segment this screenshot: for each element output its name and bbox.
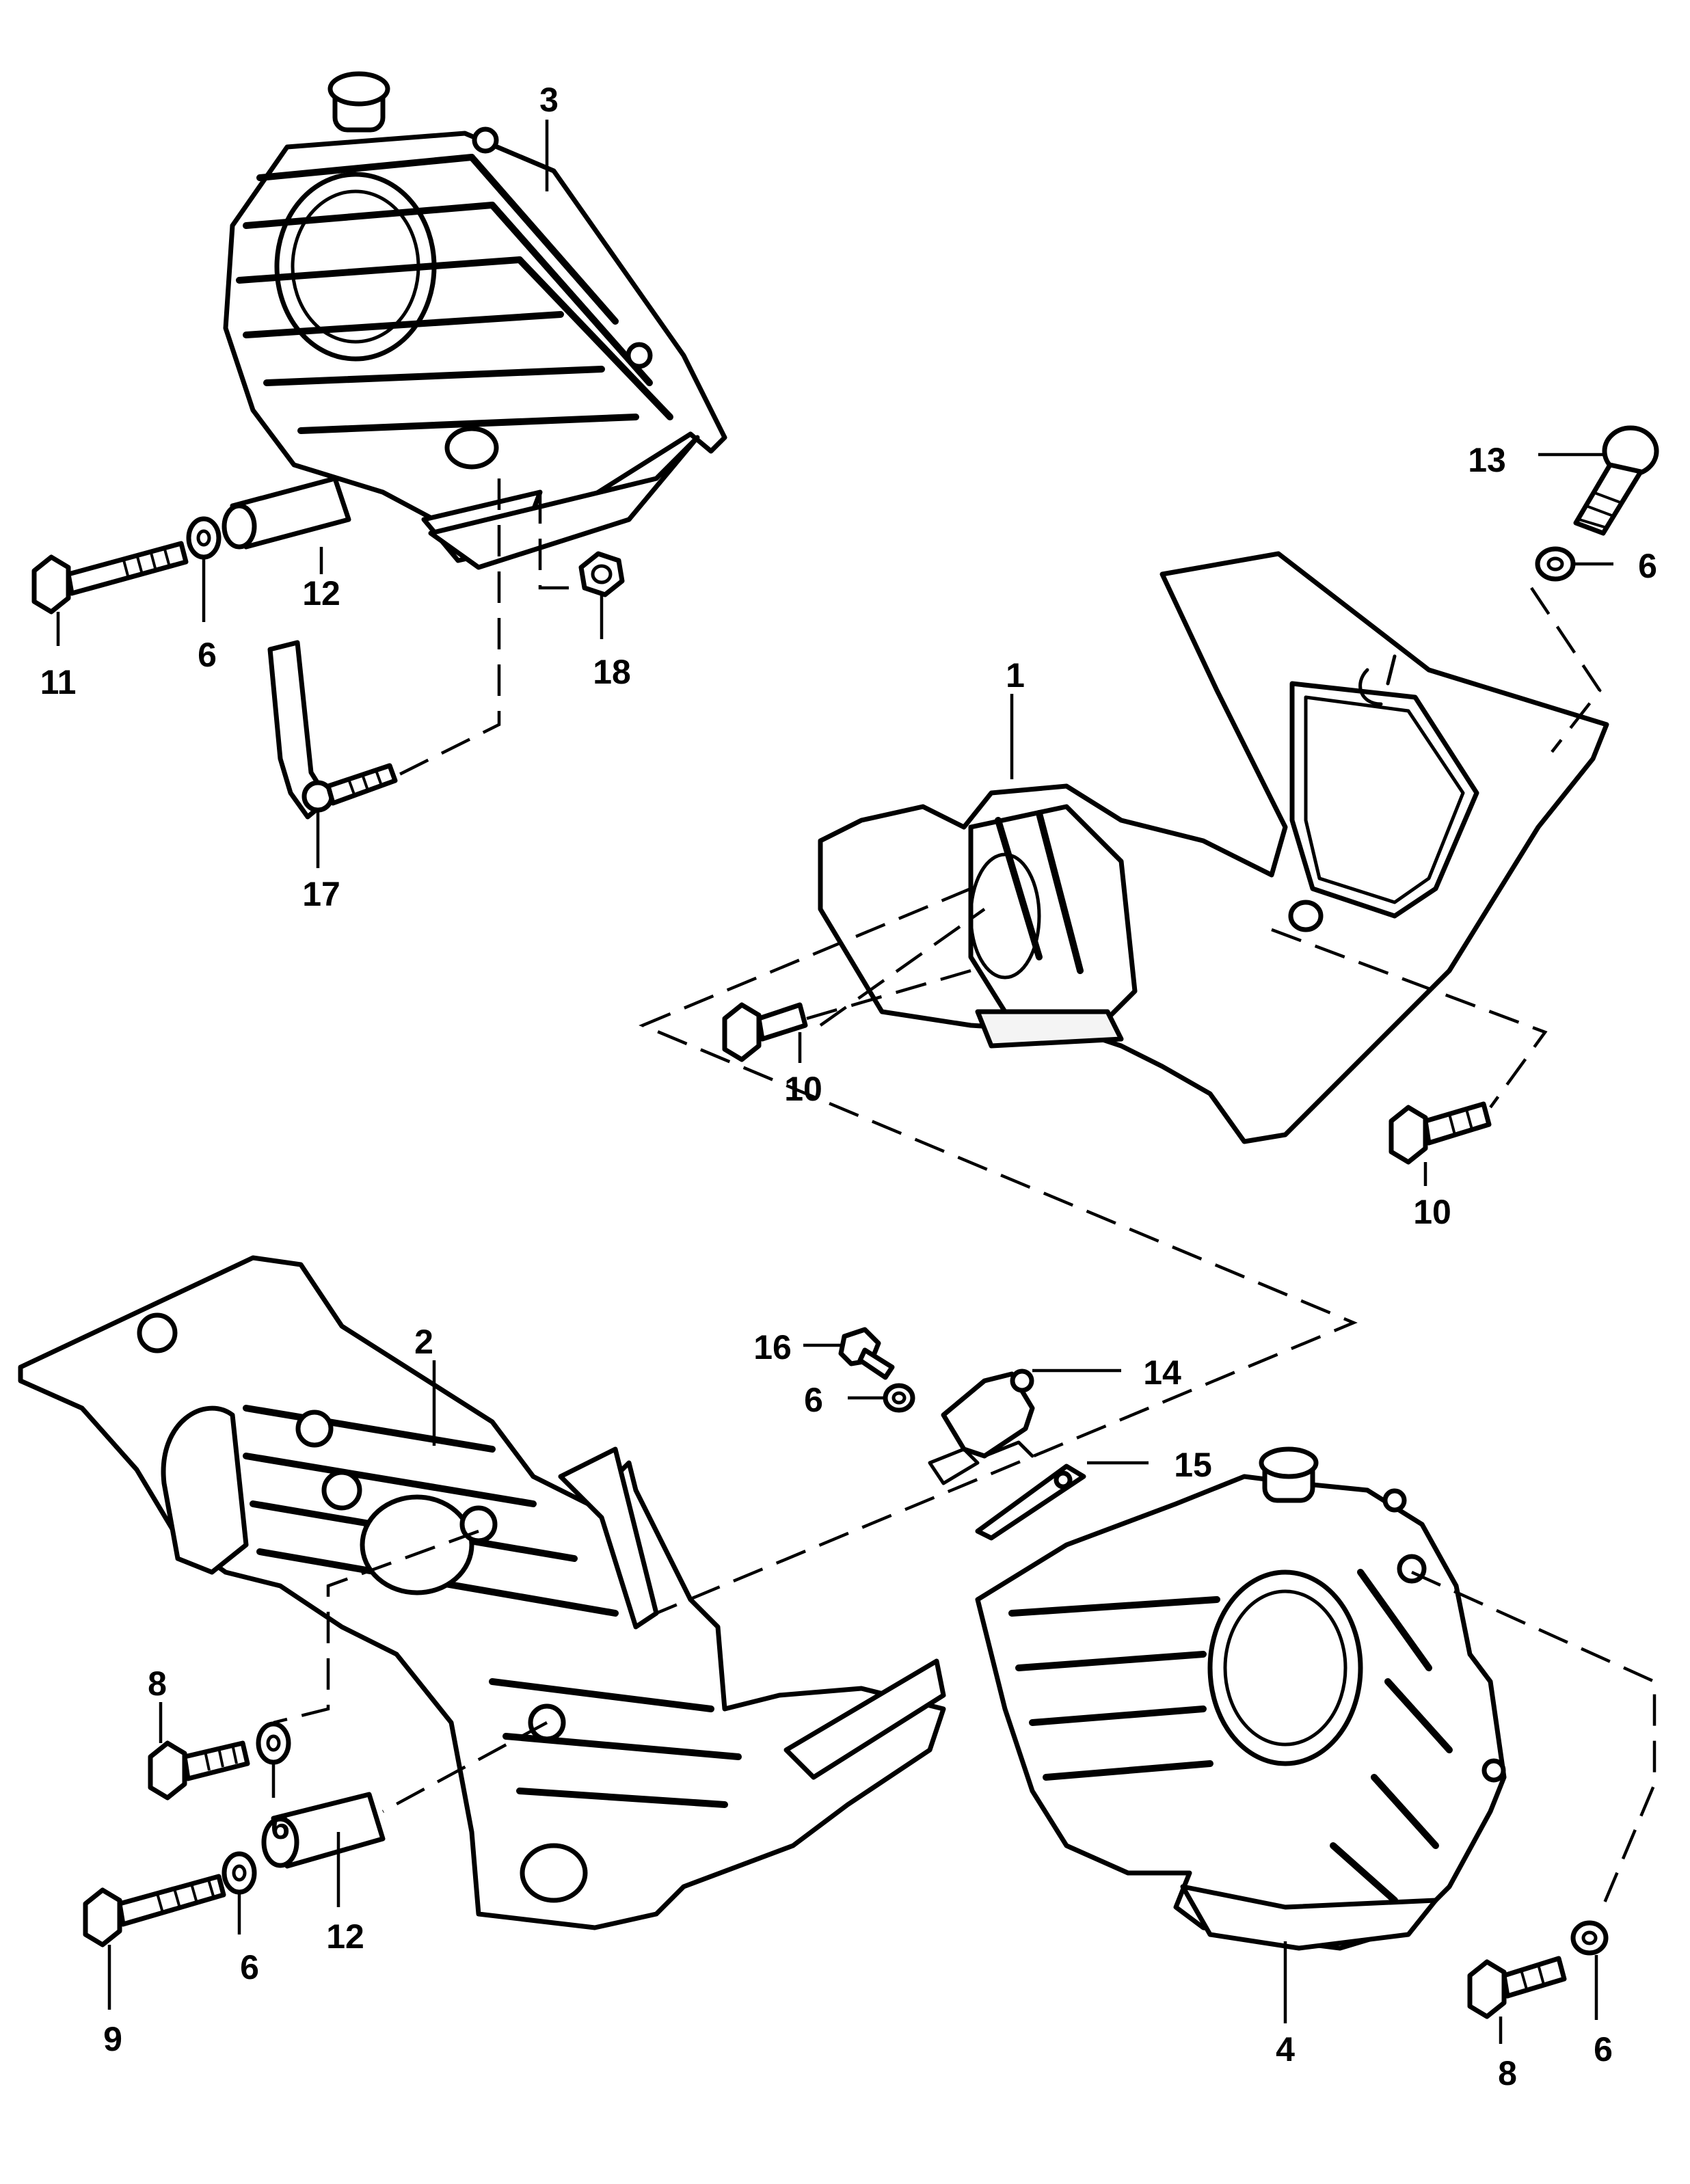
callout-6: 6 — [240, 1948, 259, 1986]
callout-8: 8 — [1498, 2054, 1517, 2092]
callout-11: 11 — [40, 663, 77, 701]
part-4-lower-right-cover — [975, 1446, 1507, 1951]
part-6-washer-top-left — [186, 516, 222, 560]
part-10-bolt-b — [1389, 1101, 1492, 1165]
part-6-washer-lower-left-b — [222, 1851, 257, 1895]
callout-1: 1 — [1006, 656, 1025, 695]
part-17-bracket — [267, 640, 398, 820]
callout-17: 17 — [302, 875, 340, 913]
callout-14: 14 — [1143, 1353, 1181, 1392]
callout-16: 16 — [753, 1328, 792, 1366]
callout-2: 2 — [414, 1323, 433, 1361]
part-15-clip — [975, 1464, 1086, 1541]
callout-6: 6 — [804, 1381, 823, 1419]
callout-6: 6 — [1638, 547, 1657, 585]
callout-6: 6 — [198, 636, 217, 674]
callout-4: 4 — [1276, 2030, 1295, 2068]
callout-9: 9 — [103, 2020, 122, 2058]
callout-10: 10 — [1413, 1193, 1451, 1231]
part-11-bolt — [31, 541, 189, 615]
leader-lines — [56, 120, 1613, 2044]
callout-10: 10 — [784, 1070, 822, 1108]
callout-8: 8 — [148, 1664, 167, 1703]
part-14-sensor — [928, 1369, 1035, 1485]
part-1-upper-right-cover — [818, 551, 1609, 1144]
part-12-spacer-top — [222, 476, 351, 550]
part-16-bolt — [838, 1327, 895, 1380]
assembly-lines — [273, 478, 1657, 1915]
part-13-bolt — [1573, 425, 1659, 536]
part-6-washer-right — [1535, 546, 1576, 582]
part-9-bolt — [83, 1874, 226, 1947]
part-8-bolt-right — [1467, 1956, 1567, 2019]
part-8-bolt-left — [148, 1740, 250, 1801]
callout-15: 15 — [1174, 1446, 1212, 1484]
part-6-washer-middle — [883, 1383, 915, 1413]
callout-3: 3 — [539, 81, 559, 119]
part-6-washer-lower-right — [1570, 1920, 1609, 1956]
callouts: 3 12 11 6 18 17 13 6 1 10 10 2 16 6 14 1… — [40, 81, 1657, 2092]
part-12-spacer-bottom — [261, 1792, 386, 1869]
callout-18: 18 — [593, 653, 631, 691]
callout-12: 12 — [326, 1917, 364, 1956]
part-2-lower-left-cover — [18, 1255, 946, 1930]
callout-12: 12 — [302, 574, 340, 612]
part-6-washer-lower-left-a — [256, 1721, 291, 1765]
part-18-nut — [578, 551, 625, 597]
callout-6: 6 — [271, 1808, 290, 1846]
callout-13: 13 — [1468, 441, 1506, 479]
callout-6: 6 — [1594, 2030, 1613, 2068]
part-3-upper-cover — [223, 71, 727, 570]
part-10-bolt-a — [722, 1002, 808, 1062]
